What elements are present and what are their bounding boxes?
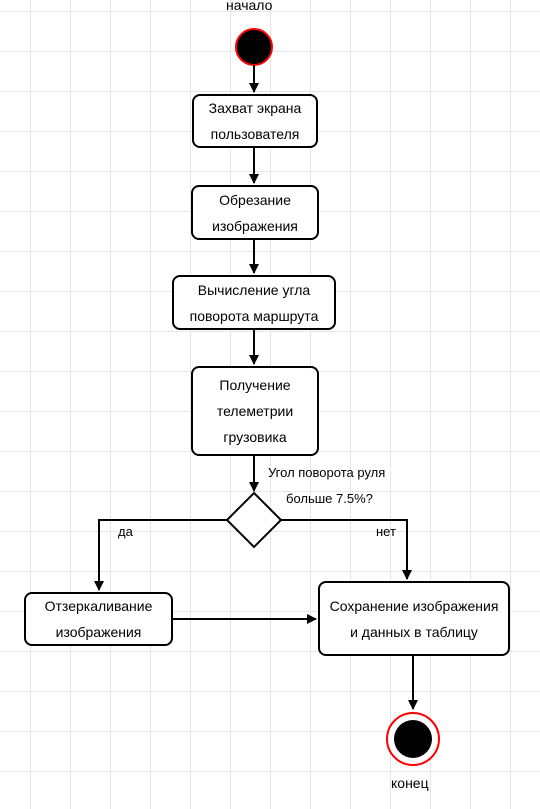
step-save-data: Сохранение изображения и данных в таблиц…	[318, 581, 510, 656]
decision-question-line2: больше 7.5%?	[286, 491, 373, 506]
step-mirror-image: Отзеркаливание изображения	[24, 592, 173, 646]
step-crop-image: Обрезание изображения	[191, 185, 319, 240]
arrow-no-branch	[281, 519, 412, 580]
start-node	[235, 28, 273, 66]
decision-yes-label: да	[118, 524, 133, 539]
step-compute-angle-text: Вычисление угла поворота маршрута	[189, 281, 319, 324]
step-crop-image-text: Обрезание изображения	[212, 191, 298, 234]
step-get-telemetry-text: Получение телеметрии грузовика	[216, 377, 294, 445]
step-save-data-text: Сохранение изображения и данных в таблиц…	[329, 597, 499, 640]
step-capture-screen: Захват экрана пользователя	[192, 94, 318, 148]
step-get-telemetry: Получение телеметрии грузовика	[191, 366, 319, 456]
decision-question-line1: Угол поворота руля	[268, 465, 386, 480]
end-label: конец	[391, 775, 429, 791]
step-compute-angle: Вычисление угла поворота маршрута	[172, 275, 336, 330]
step-mirror-image-text: Отзеркаливание изображения	[44, 598, 153, 640]
start-label: начало	[226, 0, 273, 13]
arrow-yes-branch	[94, 519, 227, 591]
decision-no-label: нет	[376, 524, 396, 539]
step-capture-screen-text: Захват экрана пользователя	[208, 100, 302, 142]
end-node-core	[394, 720, 432, 758]
decision-diamond	[225, 491, 283, 549]
